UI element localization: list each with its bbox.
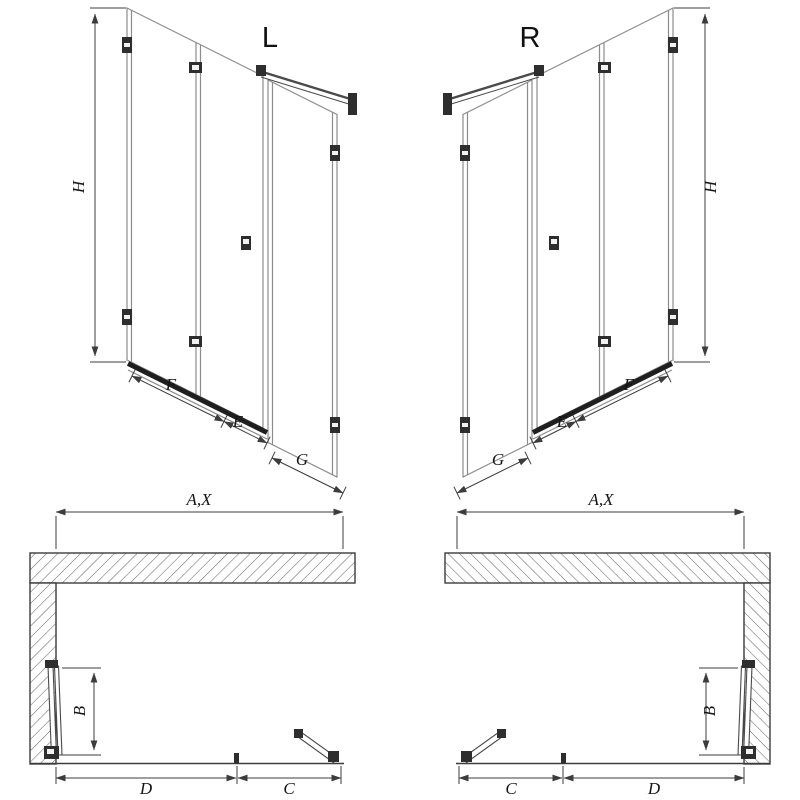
dim-label-c-plan-left: C bbox=[283, 779, 295, 798]
dim-label-depth-plan-right: B bbox=[700, 705, 719, 716]
dim-label-g-right: G bbox=[492, 450, 504, 469]
dim-label-d-plan-left: D bbox=[139, 779, 153, 798]
variant-label-right: R bbox=[520, 22, 541, 54]
perspective-right-view bbox=[443, 8, 710, 499]
dim-label-c-plan-right: C bbox=[505, 779, 517, 798]
dim-label-height-left: H bbox=[69, 179, 88, 194]
dim-label-width-plan-right: A,X bbox=[587, 490, 614, 509]
dim-label-width-plan-left: A,X bbox=[185, 490, 212, 509]
dim-label-e-right: E bbox=[556, 412, 568, 431]
plan-left-view bbox=[30, 512, 355, 784]
dim-label-f-right: F bbox=[623, 375, 635, 394]
dim-label-d-plan-right: D bbox=[647, 779, 661, 798]
plan-right-view bbox=[445, 512, 770, 784]
dim-label-g-left: G bbox=[296, 450, 308, 469]
dim-label-f-left: F bbox=[165, 375, 177, 394]
perspective-left-view bbox=[90, 8, 357, 499]
dim-label-height-right: H bbox=[701, 179, 720, 194]
variant-label-left: L bbox=[262, 22, 278, 54]
dim-label-depth-plan-left: B bbox=[70, 705, 89, 716]
dim-label-e-left: E bbox=[232, 412, 244, 431]
